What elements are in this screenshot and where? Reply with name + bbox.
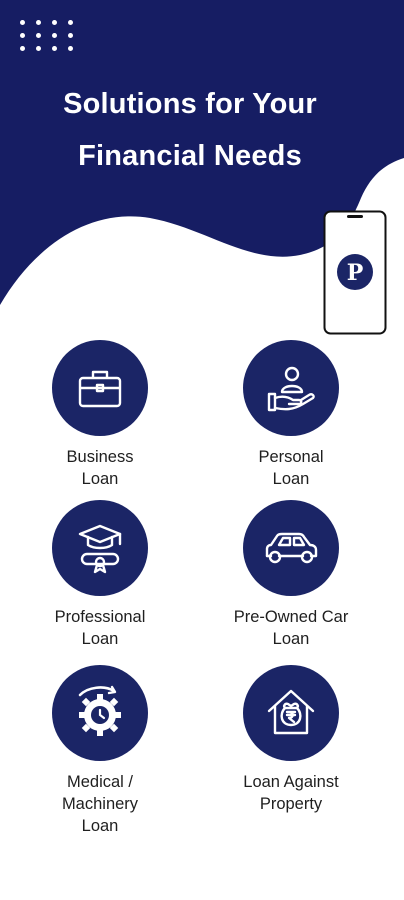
machinery-loan-icon-circle bbox=[52, 665, 148, 761]
dot bbox=[68, 33, 73, 38]
property-loan-icon-circle bbox=[243, 665, 339, 761]
phone-illustration: P bbox=[323, 210, 387, 335]
graduation-certificate-icon bbox=[78, 524, 122, 574]
business-loan-label: Business Loan bbox=[66, 448, 134, 488]
dot bbox=[20, 33, 25, 38]
page-title: Solutions for Your Financial Needs bbox=[63, 88, 317, 172]
car-icon bbox=[265, 532, 318, 564]
dot bbox=[36, 46, 41, 51]
professional-loan-label: Professional Loan bbox=[54, 608, 146, 648]
dot bbox=[68, 46, 73, 51]
house-rupee-icon bbox=[267, 689, 315, 735]
dot bbox=[52, 33, 57, 38]
dot bbox=[20, 46, 25, 51]
dot-grid-icon[interactable] bbox=[20, 20, 80, 56]
loan-item-property[interactable]: Loan Against Property bbox=[201, 665, 381, 815]
personal-loan-label: Personal Loan bbox=[258, 448, 324, 488]
phone-badge-letter: P bbox=[347, 260, 364, 286]
car-loan-label: Pre-Owned Car Loan bbox=[233, 608, 349, 648]
loan-item-car[interactable]: Pre-Owned Car Loan bbox=[201, 500, 381, 650]
machinery-loan-label: Medical / Machinery Loan bbox=[61, 773, 139, 835]
car-loan-icon-circle bbox=[243, 500, 339, 596]
loan-item-professional[interactable]: Professional Loan bbox=[10, 500, 190, 650]
dot bbox=[52, 20, 57, 25]
personal-loan-icon-circle bbox=[243, 340, 339, 436]
dot bbox=[20, 20, 25, 25]
loan-item-personal[interactable]: Personal Loan bbox=[201, 340, 381, 490]
dot bbox=[36, 20, 41, 25]
business-loan-icon-circle bbox=[52, 340, 148, 436]
professional-loan-icon-circle bbox=[52, 500, 148, 596]
hand-person-icon bbox=[267, 366, 315, 412]
loan-item-business[interactable]: Business Loan bbox=[10, 340, 190, 490]
property-loan-label: Loan Against Property bbox=[243, 773, 339, 813]
hero-background bbox=[0, 0, 404, 305]
dot bbox=[52, 46, 57, 51]
gear-clock-icon bbox=[78, 685, 121, 736]
loan-item-medical-machinery[interactable]: Medical / Machinery Loan bbox=[10, 665, 190, 837]
dot bbox=[36, 33, 41, 38]
dot bbox=[68, 20, 73, 25]
briefcase-icon bbox=[78, 370, 122, 408]
